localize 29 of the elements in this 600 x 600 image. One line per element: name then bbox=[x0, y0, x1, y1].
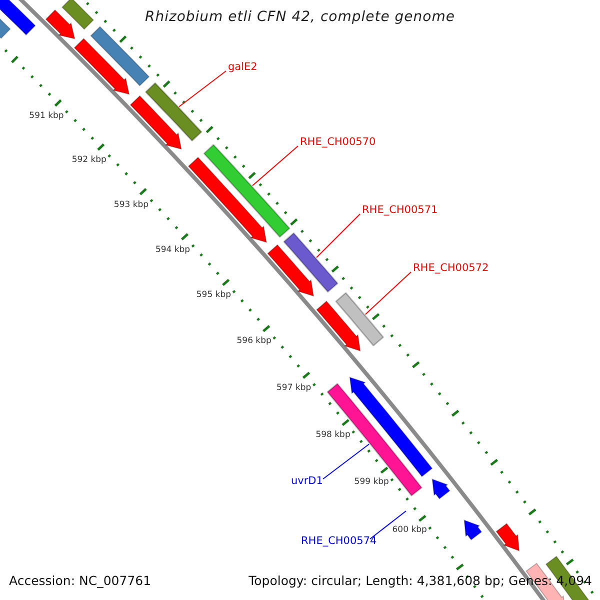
leader-line bbox=[252, 146, 298, 186]
gene-label: RHE_CH00574 bbox=[301, 536, 377, 546]
gene-label: uvrD1 bbox=[291, 476, 323, 486]
gene-label: RHE_CH00570 bbox=[300, 137, 376, 148]
tick-label: 597 kbp bbox=[276, 384, 312, 392]
tick-label: 598 kbp bbox=[316, 430, 350, 440]
tick-label: 599 kbp bbox=[354, 478, 389, 487]
gene-label: RHE_CH00571 bbox=[362, 205, 438, 216]
gene-bar bbox=[203, 144, 290, 238]
gene-bar bbox=[144, 82, 202, 142]
leader-line bbox=[316, 214, 360, 258]
gene-label: galE2 bbox=[228, 62, 258, 72]
leader-line bbox=[364, 272, 412, 315]
tick-label: 591 kbp bbox=[29, 112, 64, 121]
accession-label: Accession: NC_007761 bbox=[9, 575, 152, 588]
leader-line bbox=[322, 444, 370, 480]
tick-label: 595 kbp bbox=[196, 291, 232, 300]
leader-line bbox=[178, 70, 226, 108]
gene-label: RHE_CH00572 bbox=[413, 263, 489, 274]
genome-stats-label: Topology: circular; Length: 4,381,608 bp; Genes: 4,094 bbox=[248, 575, 592, 588]
gene-bar bbox=[335, 292, 384, 346]
tick-label: 600 kbp bbox=[392, 526, 427, 535]
map-title: Rhizobium etli CFN 42, complete genome bbox=[144, 10, 456, 24]
gene-bar bbox=[283, 232, 338, 293]
tick-label: 592 kbp bbox=[72, 156, 106, 165]
tick-label: 593 kbp bbox=[114, 200, 149, 210]
leader-line bbox=[370, 510, 406, 540]
tick-label: 596 kbp bbox=[236, 337, 272, 346]
tick-label: 594 kbp bbox=[155, 246, 190, 254]
